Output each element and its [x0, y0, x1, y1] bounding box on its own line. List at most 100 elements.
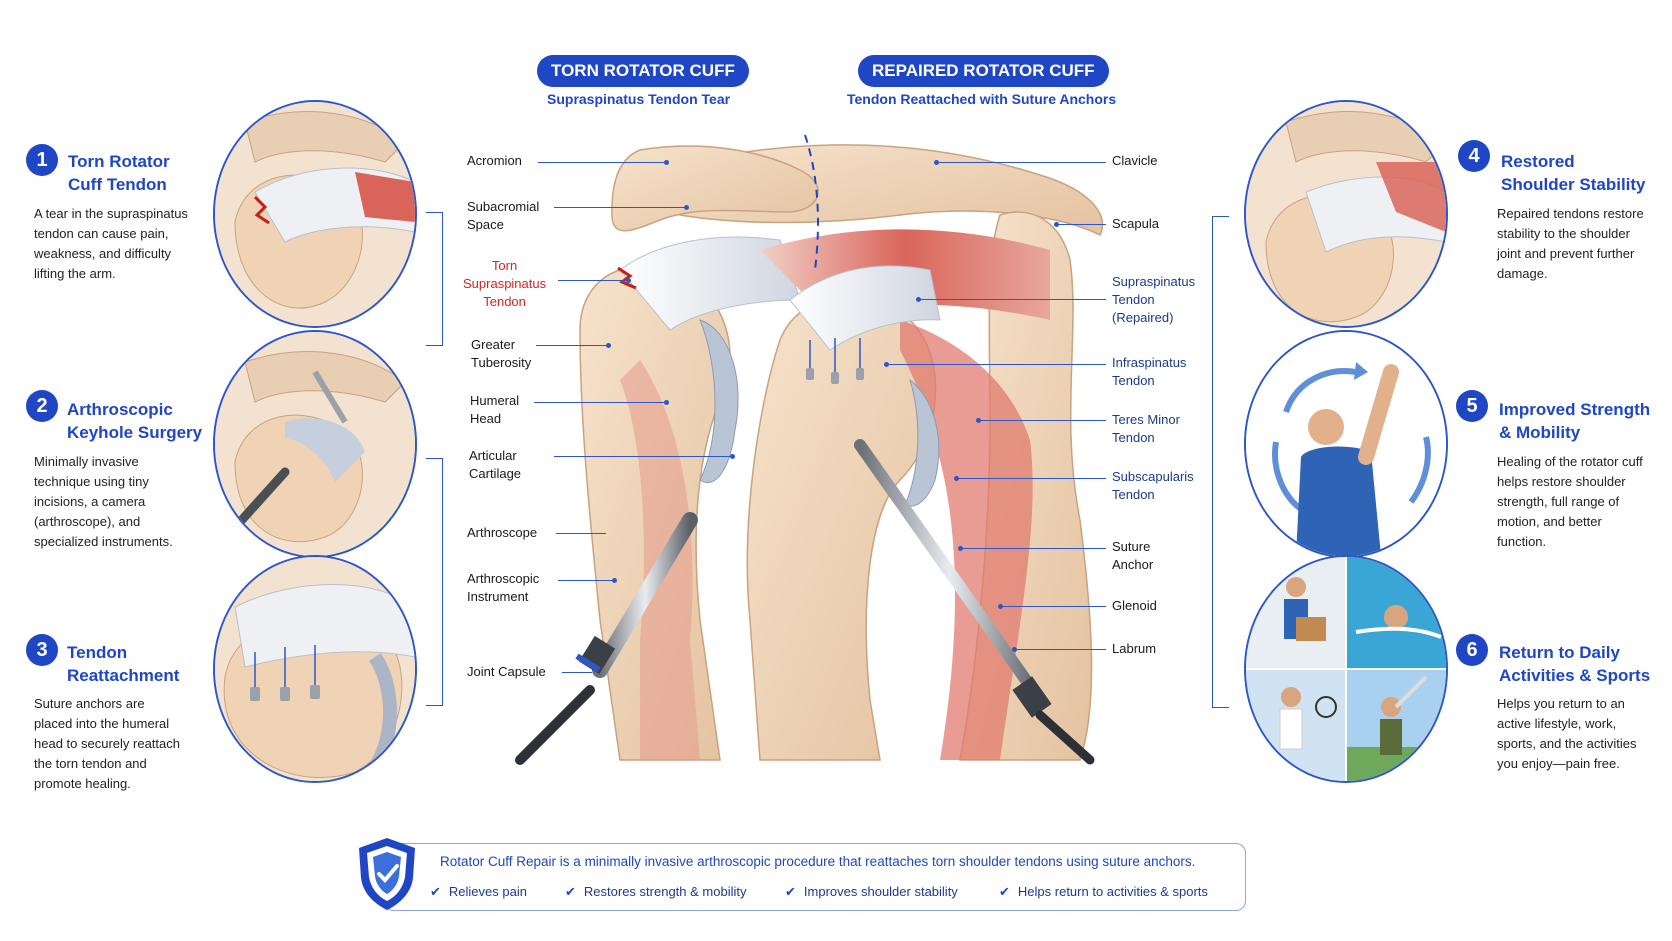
leader-dot	[958, 546, 963, 551]
step4-title: Restored Shoulder Stability	[1501, 152, 1646, 194]
arthroscopic-instrument-tool	[854, 439, 1095, 765]
check-icon: ✔	[999, 884, 1010, 899]
step3-description: Suture anchors are placed into the humer…	[34, 696, 180, 791]
leader-glenoid	[1002, 606, 1106, 607]
label-scapula: Scapula	[1112, 216, 1159, 231]
label-subscapularis: Subscapularis Tendon	[1112, 469, 1194, 502]
leader-dot	[730, 454, 735, 459]
leader-supraspinatus-repaired	[920, 299, 1106, 300]
label-clavicle: Clavicle	[1112, 153, 1158, 168]
benefit-label: Improves shoulder stability	[803, 884, 958, 899]
leader-greater-tuberosity	[536, 345, 608, 346]
leader-dot	[954, 476, 959, 481]
torn-supraspinatus-tendon	[619, 236, 801, 331]
right-bracket	[1212, 216, 1229, 708]
step3-title: Tendon Reattachment	[67, 643, 180, 685]
benefit-label: Restores strength & mobility	[583, 884, 747, 899]
divider-line	[804, 134, 819, 271]
step6-title: Return to Daily Activities & Sports	[1499, 643, 1651, 685]
left-bracket-1	[426, 212, 443, 346]
repaired-subtitle: Tendon Reattached with Suture Anchors	[847, 91, 1117, 107]
step4-description: Repaired tendons restore stability to th…	[1497, 206, 1644, 281]
leader-dot	[998, 604, 1003, 609]
label-subacromial-space: Subacromial Space	[467, 199, 540, 232]
arthroscope-tool	[515, 512, 698, 765]
check-icon: ✔	[565, 884, 576, 899]
leader-dot	[606, 343, 611, 348]
leader-subscapularis	[958, 478, 1106, 479]
leader-dot	[916, 297, 921, 302]
label-humeral-head: Humeral Head	[470, 393, 520, 426]
label-acromion: Acromion	[467, 153, 522, 168]
leader-dot	[612, 578, 617, 583]
leader-teres-minor	[980, 420, 1106, 421]
suture-anchors	[806, 338, 864, 384]
right-humerus	[746, 294, 937, 761]
leader-joint-capsule	[562, 672, 592, 673]
leader-articular-cartilage	[554, 456, 732, 457]
label-teres-minor: Teres Minor Tendon	[1112, 412, 1180, 445]
step1-number: 1	[26, 144, 58, 176]
repaired-rotator-cuff-heading: REPAIRED ROTATOR CUFF	[858, 55, 1109, 87]
right-cartilage	[904, 378, 940, 507]
label-labrum: Labrum	[1112, 641, 1157, 656]
step6-number: 6	[1456, 634, 1488, 666]
benefit-relieves-pain: ✔ Relieves pain	[430, 884, 527, 900]
leader-humeral-head	[534, 402, 666, 403]
step1-description: A tear in the supraspinatus tendon can c…	[34, 206, 188, 281]
leader-labrum	[1016, 649, 1106, 650]
step3-number: 3	[26, 634, 58, 666]
step6-daily-activities-image	[1244, 555, 1448, 783]
leader-arthroscopic-instrument	[558, 580, 614, 581]
leader-clavicle	[938, 162, 1106, 163]
step3-tendon-reattachment-image	[213, 555, 417, 783]
repaired-supraspinatus-tendon	[789, 265, 941, 351]
benefit-stability: ✔ Improves shoulder stability	[785, 884, 958, 900]
left-cartilage	[699, 319, 739, 483]
leader-dot	[1012, 647, 1017, 652]
step5-number: 5	[1456, 390, 1488, 422]
torn-rotator-cuff-heading: TORN ROTATOR CUFF	[537, 55, 749, 87]
step5-description: Healing of the rotator cuff helps restor…	[1497, 454, 1643, 549]
check-icon: ✔	[785, 884, 796, 899]
benefit-label: Relieves pain	[448, 884, 527, 899]
label-torn-supraspinatus: Torn Supraspinatus Tendon	[463, 258, 547, 309]
label-infraspinatus: Infraspinatus Tendon	[1112, 355, 1187, 388]
step2-number: 2	[26, 390, 58, 422]
leader-dot	[664, 400, 669, 405]
label-articular-cartilage: Articular Cartilage	[469, 448, 522, 481]
leader-dot	[976, 418, 981, 423]
step4-restored-stability-image	[1244, 100, 1448, 328]
shield-check-icon	[359, 838, 415, 910]
leader-acromion	[538, 162, 666, 163]
leader-dot	[626, 278, 631, 283]
leader-subacromial	[554, 207, 686, 208]
label-glenoid: Glenoid	[1112, 598, 1157, 613]
check-icon: ✔	[430, 884, 441, 899]
banner-summary-text: Rotator Cuff Repair is a minimally invas…	[440, 854, 1196, 869]
label-greater-tuberosity: Greater Tuberosity	[471, 337, 532, 370]
leader-suture-anchor	[962, 548, 1106, 549]
benefit-strength: ✔ Restores strength & mobility	[565, 884, 746, 900]
leader-dot	[664, 160, 669, 165]
step6-description: Helps you return to an active lifestyle,…	[1497, 696, 1637, 771]
label-arthroscopic-instrument: Arthroscopic Instrument	[467, 571, 540, 604]
leader-dot	[684, 205, 689, 210]
step5-title: Improved Strength & Mobility	[1499, 400, 1651, 442]
summary-banner: Rotator Cuff Repair is a minimally invas…	[359, 838, 1246, 911]
leader-dot	[884, 362, 889, 367]
leader-arthroscope	[556, 533, 606, 534]
benefit-activities: ✔ Helps return to activities & sports	[999, 884, 1208, 900]
benefit-label: Helps return to activities & sports	[1017, 884, 1208, 899]
step2-description: Minimally invasive technique using tiny …	[34, 454, 173, 549]
label-joint-capsule: Joint Capsule	[467, 664, 546, 679]
label-supraspinatus-repaired: Supraspinatus Tendon (Repaired)	[1112, 274, 1196, 325]
leader-torn-supraspinatus	[558, 280, 628, 281]
torn-subtitle: Supraspinatus Tendon Tear	[547, 91, 731, 107]
leader-dot	[1054, 222, 1059, 227]
step2-title: Arthroscopic Keyhole Surgery	[67, 400, 203, 442]
step2-keyhole-surgery-image	[213, 330, 417, 558]
left-bracket-2	[426, 458, 443, 706]
label-arthroscope: Arthroscope	[467, 525, 538, 540]
